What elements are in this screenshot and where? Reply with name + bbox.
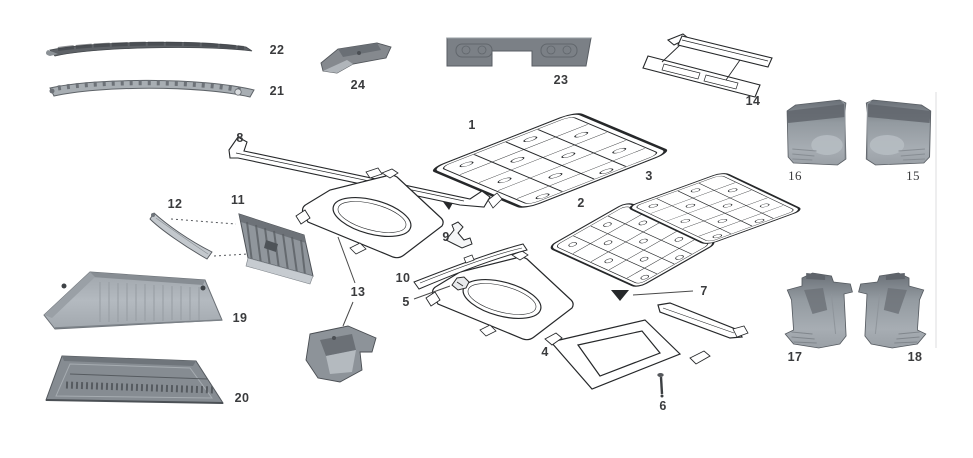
part-19-label: 19 [232,311,248,325]
part-8-drawing [228,136,503,209]
part-3-label: 3 [645,169,653,183]
part-5-label: 5 [402,295,410,309]
part-21-label: 21 [269,84,285,98]
part-16-drawing [786,99,847,166]
part-15-label: 15 [906,168,920,183]
part-23-label: 23 [553,73,569,87]
part-23-drawing [446,37,592,67]
part-16-label: 16 [788,168,802,183]
part-14-drawing [642,33,773,98]
part-4-drawing [544,302,749,390]
part-6-label: 6 [659,399,667,413]
part-13-seat-pan-lower-drawing [425,250,574,341]
part-11-label: 11 [230,193,246,207]
part-12-label: 12 [167,197,183,211]
part-7-label: 7 [700,284,708,298]
part-9-drawing [445,221,473,249]
part-13-drawing [305,236,377,383]
part-24-drawing [320,42,392,74]
part-20-label: 20 [234,391,250,405]
part-4-label: 4 [541,345,549,359]
part-2-label: 2 [577,196,585,210]
part-11-drawing [238,213,314,285]
part-13-label: 13 [350,285,366,299]
part-15-drawing [865,99,932,166]
part-20-drawing [45,355,224,404]
part-1-drawing [428,110,672,211]
part-10-drawing [413,243,528,290]
part-1-label: 1 [468,118,476,132]
part-17-drawing [784,272,853,349]
part-10-label: 10 [395,271,411,285]
part-7-drawing [611,290,694,301]
part-18-drawing [858,272,927,349]
part-22-label: 22 [269,43,285,57]
part-22-drawing [45,41,253,57]
part-24-label: 24 [350,78,366,92]
part-17-label: 17 [787,350,803,364]
part-8-label: 8 [236,131,244,145]
part-18-label: 18 [907,350,923,364]
part-12-drawing [149,212,249,260]
part-21-drawing [49,79,255,98]
part-9-label: 9 [442,230,450,244]
part-14-label: 14 [745,94,761,108]
part-13-seat-pan-upper-drawing [295,168,444,259]
part-5-drawing [413,276,470,300]
part-6-drawing [657,373,664,398]
part-19-drawing [43,271,223,330]
